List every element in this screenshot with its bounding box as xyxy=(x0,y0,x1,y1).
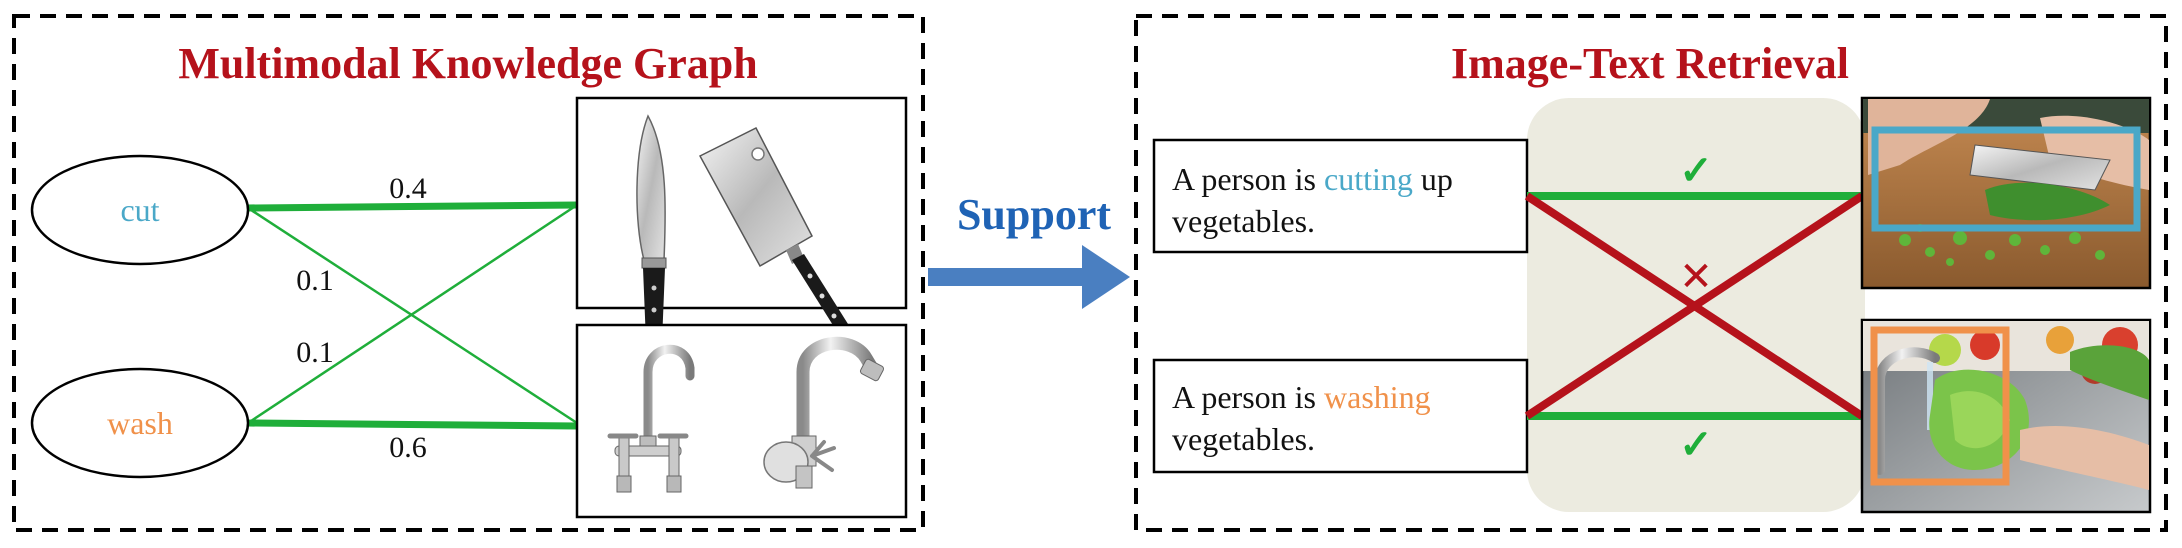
caption-washing: A person is washing vegetables. xyxy=(1152,358,1529,474)
edge-wash-faucet xyxy=(247,419,578,430)
node-wash xyxy=(30,367,250,479)
check-icon-top: ✓ xyxy=(1679,148,1713,193)
knives-image xyxy=(575,96,908,348)
node-cut-label: cut xyxy=(120,192,159,228)
check-icon-bottom: ✓ xyxy=(1679,422,1713,467)
mismatch-line-2 xyxy=(1524,192,1865,420)
caption1-prefix: A person is xyxy=(1172,161,1324,197)
weight-wash-knife: 0.1 xyxy=(296,336,334,369)
wall-faucet-icon xyxy=(763,336,885,489)
weight-cut-faucet: 0.1 xyxy=(296,264,334,297)
edge-wash-knife xyxy=(247,203,578,425)
weight-cut-knife: 0.4 xyxy=(389,172,427,205)
svg-text:A person is cutting up: A person is cutting up xyxy=(1172,161,1453,197)
edge-cut-knife xyxy=(247,201,578,212)
caption1-suffix: up xyxy=(1413,161,1453,197)
left-panel-title: Multimodal Knowledge Graph xyxy=(178,39,757,88)
arrow-shape xyxy=(928,245,1130,309)
caption2-line2: vegetables. xyxy=(1172,421,1315,457)
right-panel: Image-Text Retrieval A person is cutting… xyxy=(1134,14,2168,532)
support-arrow: Support xyxy=(928,190,1130,309)
washing-bbox xyxy=(1870,326,2010,486)
cutting-photo xyxy=(1860,96,2152,290)
node-cut xyxy=(30,154,250,266)
left-panel-frame xyxy=(12,14,925,532)
weight-wash-faucet: 0.6 xyxy=(389,431,427,464)
washing-photo xyxy=(1860,318,2152,514)
edge-cut-faucet xyxy=(247,206,578,425)
cleaver-icon xyxy=(698,126,849,333)
caption2-verb: washing xyxy=(1324,379,1431,415)
bridge-faucet-icon xyxy=(607,344,695,493)
caption1-line2: vegetables. xyxy=(1172,203,1315,239)
right-panel-title: Image-Text Retrieval xyxy=(1451,39,1849,88)
caption-cutting: A person is cutting up vegetables. xyxy=(1152,138,1529,254)
cutting-bbox xyxy=(1871,126,2141,232)
faucets-image xyxy=(575,323,908,519)
svg-text:A person is washing: A person is washing xyxy=(1172,379,1431,415)
right-panel-frame xyxy=(1134,14,2168,532)
node-wash-label: wash xyxy=(107,405,173,441)
support-label: Support xyxy=(957,190,1111,239)
caption1-verb: cutting xyxy=(1324,161,1413,197)
cross-icon: ✕ xyxy=(1679,254,1713,299)
caption2-prefix: A person is xyxy=(1172,379,1324,415)
left-panel: Multimodal Knowledge Graph 0.4 0.1 0.1 0… xyxy=(12,14,925,532)
